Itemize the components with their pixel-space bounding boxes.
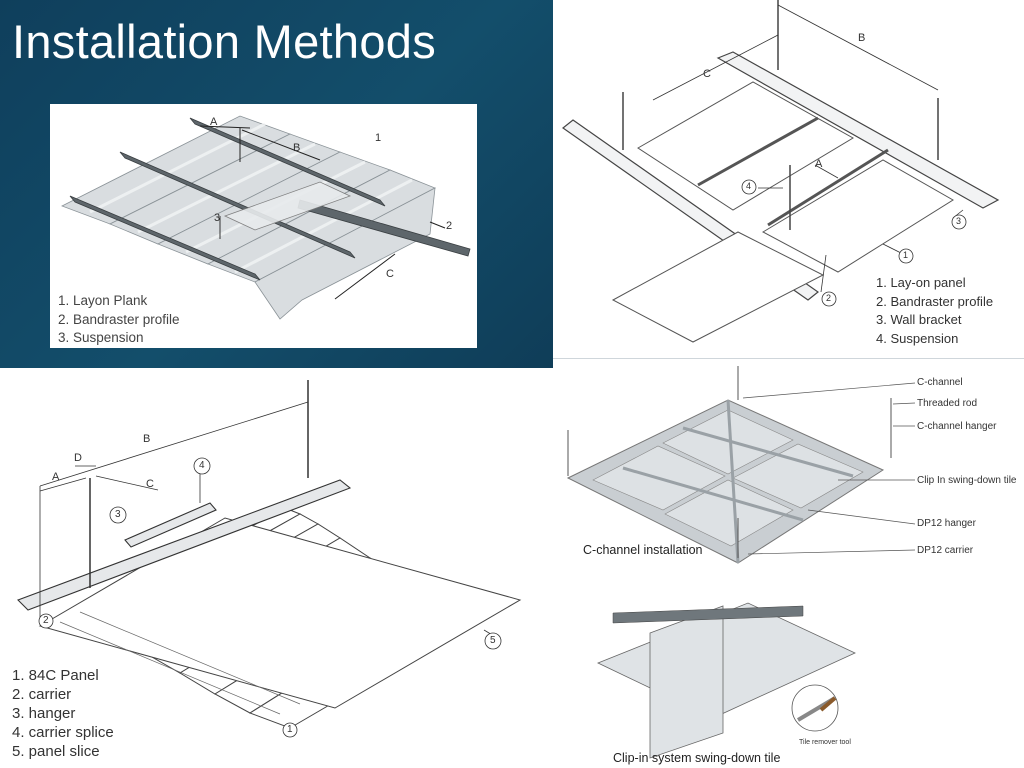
panel-84c-legend: 1. 84C Panel 2. carrier 3. hanger 4. car… <box>12 666 114 761</box>
c-channel-illustration <box>566 366 916 759</box>
dim-c-label: C <box>386 268 394 280</box>
callout-2: 2 <box>43 615 49 626</box>
dp12-hanger-label: DP12 hanger <box>917 518 976 529</box>
layon-illustration <box>61 115 471 320</box>
callout-5: 5 <box>490 635 496 646</box>
legend-item: 2. Bandraster profile <box>876 293 994 309</box>
callout-1: 1 <box>287 724 293 735</box>
callout-1: 1 <box>903 250 909 260</box>
callout-4: 4 <box>746 181 752 191</box>
dim-a-label: A <box>52 471 60 483</box>
layon-bandraster-illustration <box>562 0 1000 343</box>
dim-b-label: B <box>293 142 301 154</box>
page-title: Installation Methods <box>12 15 437 68</box>
legend-item: 3. Wall bracket <box>876 312 962 327</box>
legend-item: 2. carrier <box>12 686 72 703</box>
callout-2: 2 <box>446 220 453 232</box>
legend-item: 1. Lay-on panel <box>876 275 966 290</box>
layon-bandraster-section: B C A 1 2 3 4 1. Lay-on panel 2. Bandras… <box>553 0 1024 358</box>
divider-horizontal <box>553 358 1024 359</box>
callout-3: 3 <box>956 216 962 226</box>
panel-84c-illustration <box>17 380 522 738</box>
c-channel-section: C-channel Threaded rod C-channel hanger … <box>553 358 1024 768</box>
c-channel-hanger-label: C-channel hanger <box>917 421 997 432</box>
layon-bandraster-legend: 1. Lay-on panel 2. Bandraster profile 3.… <box>876 274 993 348</box>
tile-remover-tool-label: Tile remover tool <box>799 739 851 746</box>
dim-a-label: A <box>815 158 823 170</box>
legend-item: 3. Suspension <box>58 330 144 345</box>
threaded-rod-label: Threaded rod <box>917 398 978 409</box>
dp12-carrier-label: DP12 carrier <box>917 545 974 556</box>
legend-item: 3. hanger <box>12 705 76 722</box>
dim-b-label: B <box>858 32 866 44</box>
clip-in-tile-label: Clip In swing-down tile <box>917 475 1017 486</box>
callout-2: 2 <box>826 293 832 303</box>
legend-item: 2. Bandraster profile <box>58 311 180 327</box>
legend-item: 1. 84C Panel <box>12 667 99 684</box>
legend-item: 4. Suspension <box>876 330 959 346</box>
layon-diagram: A B C 1 2 3 1. Layon Plank 2. Bandraster… <box>50 104 477 348</box>
legend-item: 5. panel slice <box>12 743 100 760</box>
layon-section: Installation Methods <box>0 0 553 368</box>
panel-84c-section: B D A C 1 2 3 4 5 1. 84C Panel 2. carrie… <box>0 368 553 768</box>
layon-legend: 1. Layon Plank 2. Bandraster profile 3. … <box>58 292 180 348</box>
legend-item: 1. Layon Plank <box>58 293 148 308</box>
c-channel-caption: C-channel installation <box>583 543 703 557</box>
c-channel-label: C-channel <box>917 377 963 388</box>
callout-4: 4 <box>199 460 205 471</box>
dim-d-label: D <box>74 452 82 464</box>
dim-b-label: B <box>143 433 151 445</box>
dim-c-label: C <box>146 478 154 490</box>
callout-3: 3 <box>214 212 221 224</box>
dim-a-label: A <box>210 116 218 128</box>
callout-3: 3 <box>115 509 121 520</box>
dim-c-label: C <box>703 68 711 80</box>
legend-item: 4. carrier splice <box>12 724 114 741</box>
swing-down-caption: Clip-in system swing-down tile <box>613 751 781 765</box>
callout-1: 1 <box>375 132 382 144</box>
